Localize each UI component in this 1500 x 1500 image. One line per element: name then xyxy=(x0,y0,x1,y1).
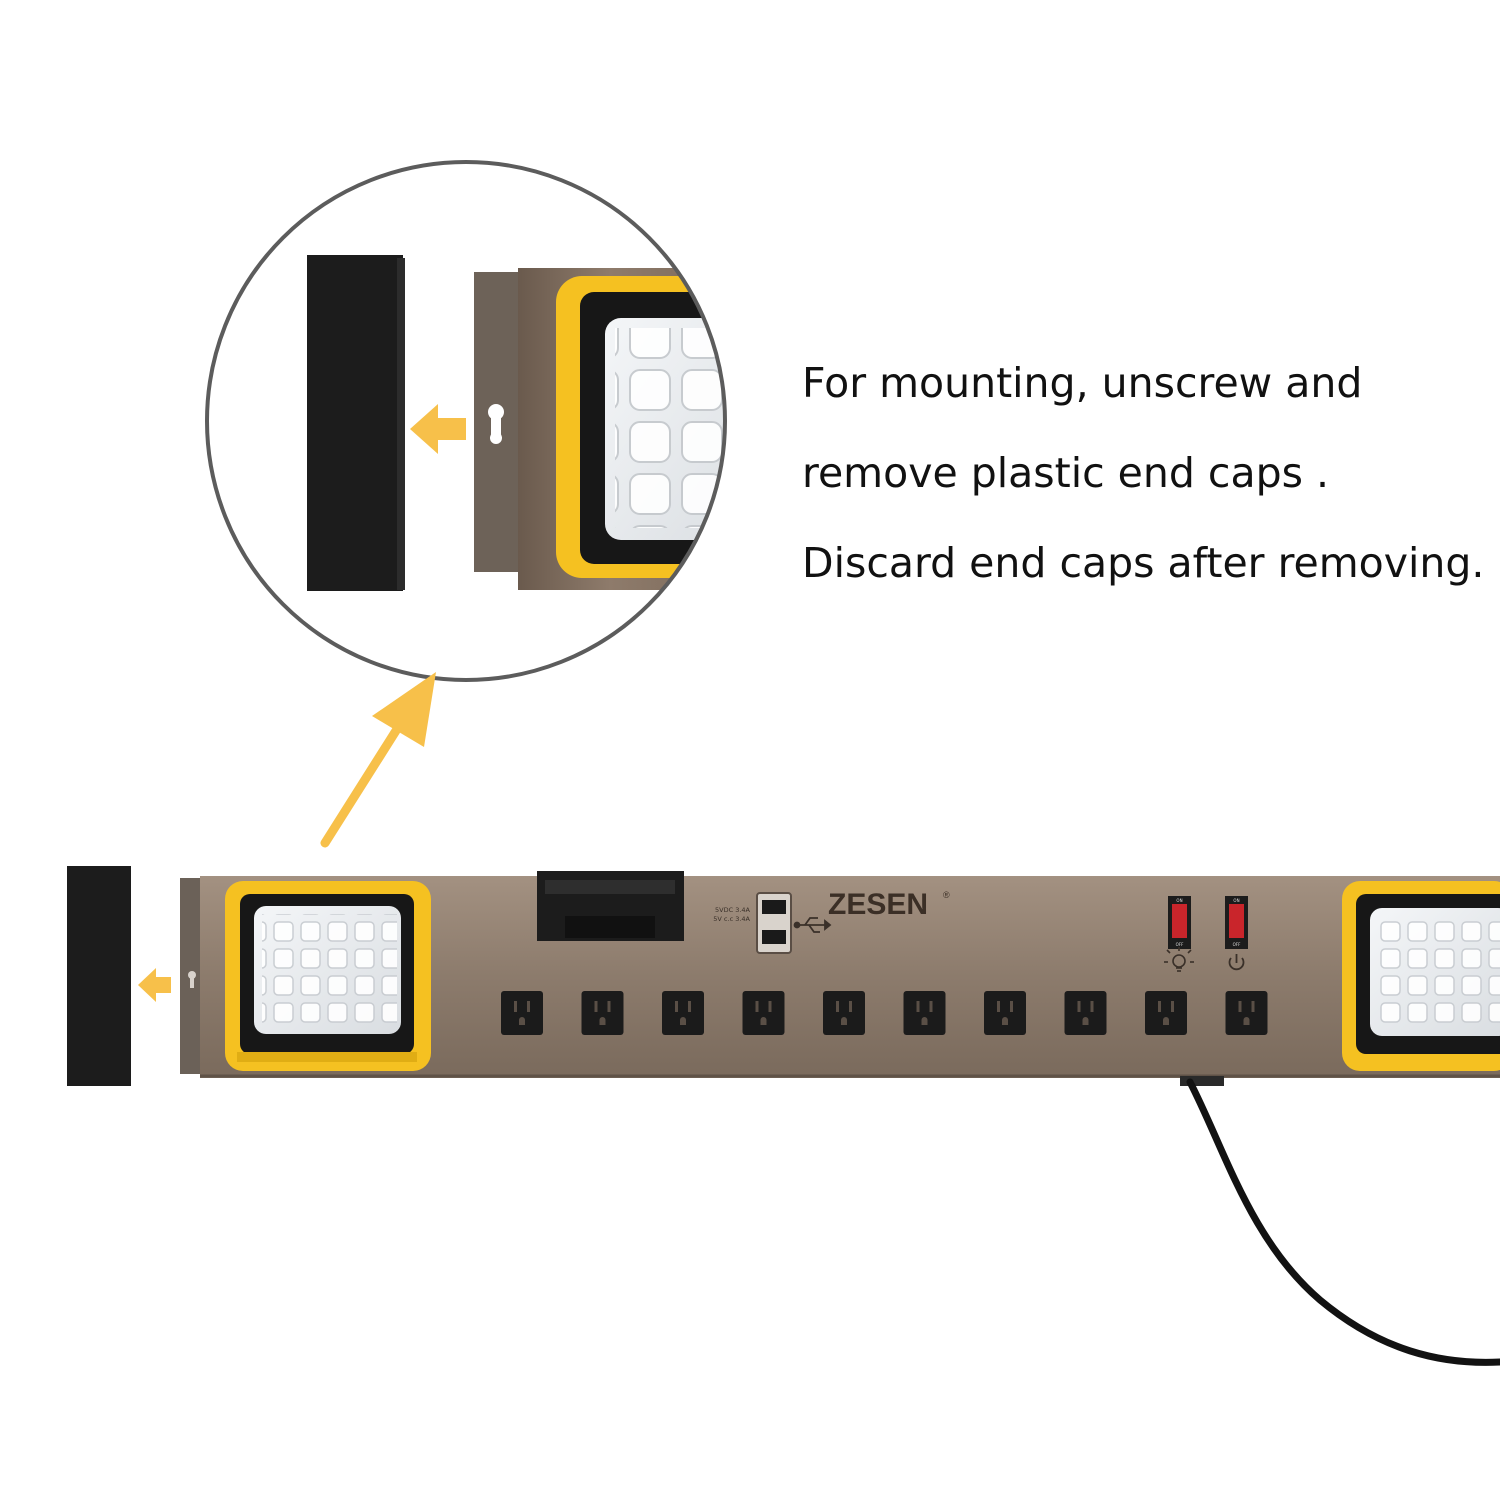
ac-outlet[interactable] xyxy=(1145,991,1187,1035)
svg-text:ON: ON xyxy=(1176,898,1182,903)
ac-outlet[interactable] xyxy=(501,991,543,1035)
ac-outlet[interactable] xyxy=(823,991,865,1035)
ac-outlet[interactable] xyxy=(581,991,624,1035)
keyhole-icon xyxy=(488,404,504,444)
brand-logo: ZESEN xyxy=(828,888,928,921)
arrow-up-right-icon xyxy=(320,672,436,848)
end-cap xyxy=(67,866,131,1086)
ac-outlet[interactable] xyxy=(1225,991,1268,1035)
ac-outlet[interactable] xyxy=(984,991,1026,1035)
outlet-row xyxy=(501,991,1268,1035)
usb-ports xyxy=(756,892,792,954)
zoom-end-cap xyxy=(307,255,403,591)
light-bulb-icon xyxy=(1164,947,1194,972)
instructions-block: For mounting, unscrew and remove plastic… xyxy=(802,338,1492,608)
arrow-left-icon xyxy=(138,968,171,1002)
ac-outlet[interactable] xyxy=(742,991,785,1035)
svg-text:ON: ON xyxy=(1233,898,1239,903)
power-icon xyxy=(1228,954,1245,971)
usb-port[interactable] xyxy=(762,900,786,914)
zoom-detail xyxy=(307,255,725,591)
arrow-left-icon xyxy=(410,404,466,454)
cord-clip xyxy=(537,871,684,941)
usb-port[interactable] xyxy=(762,930,786,944)
ac-outlet[interactable] xyxy=(903,991,946,1035)
svg-text:OFF: OFF xyxy=(1176,942,1184,947)
trademark-mark: ® xyxy=(943,890,950,900)
ac-outlet[interactable] xyxy=(1064,991,1107,1035)
ac-outlet[interactable] xyxy=(662,991,704,1035)
work-light-right xyxy=(1342,881,1500,1071)
work-light-left xyxy=(225,881,431,1071)
zoom-circle-border xyxy=(205,160,727,682)
svg-text:OFF: OFF xyxy=(1233,942,1241,947)
power-switch[interactable]: ON OFF xyxy=(1225,896,1248,949)
power-cord xyxy=(1186,1078,1500,1366)
instruction-line: Discard end caps after removing. xyxy=(802,539,1485,587)
instruction-line: remove plastic end caps . xyxy=(802,449,1330,497)
usb-icon xyxy=(793,917,832,933)
zoom-callout xyxy=(205,160,727,682)
light-switch[interactable]: ON OFF xyxy=(1168,896,1191,949)
instruction-line: For mounting, unscrew and xyxy=(802,359,1363,407)
cord-grommet xyxy=(1180,1076,1224,1086)
